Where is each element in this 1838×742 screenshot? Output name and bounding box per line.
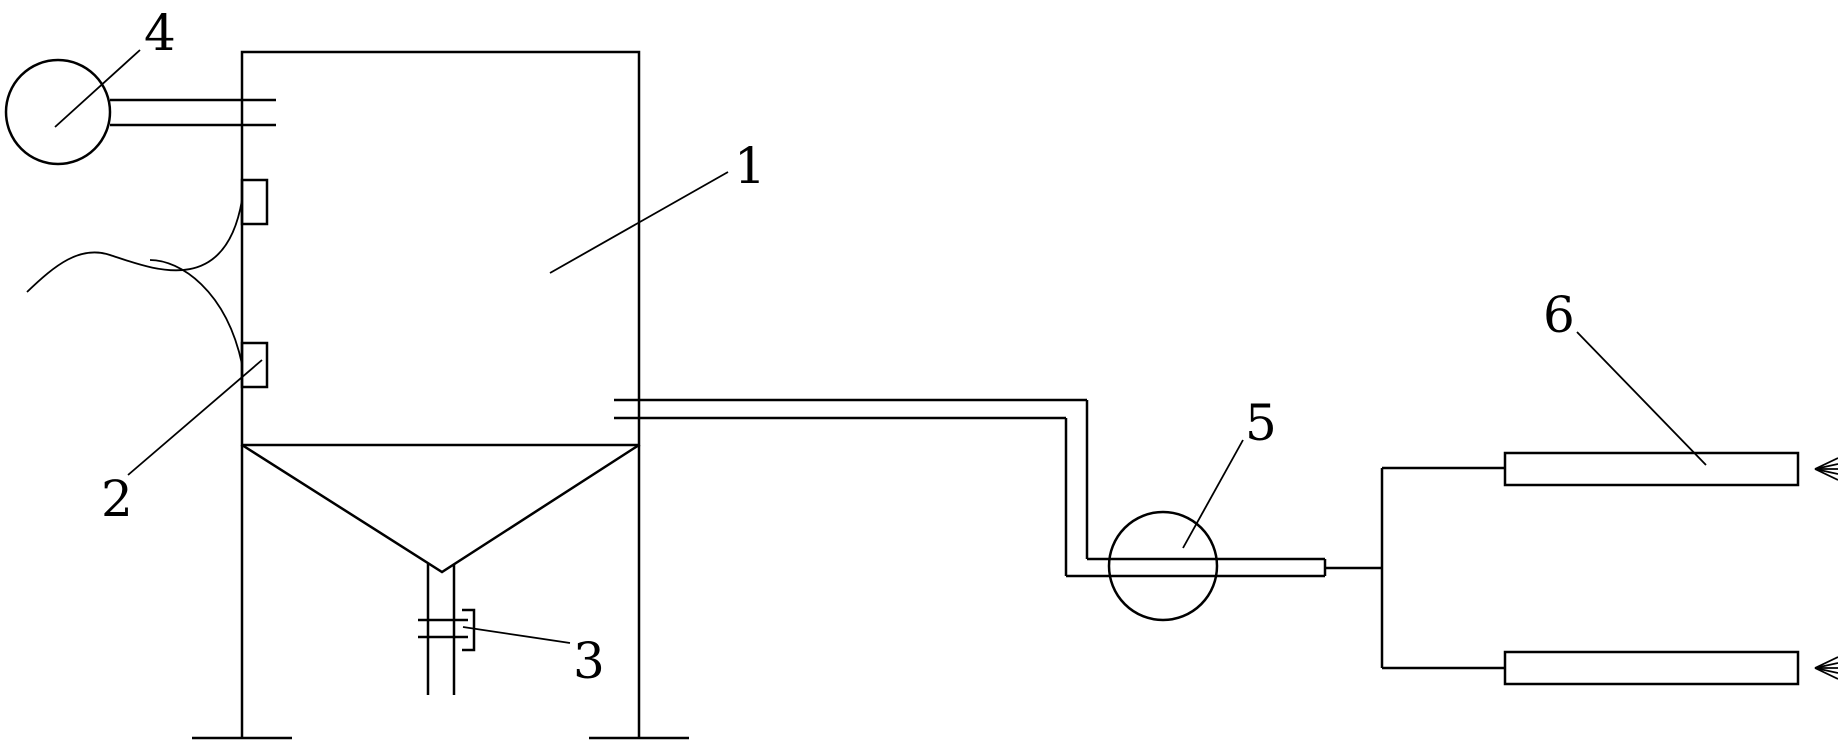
drain-pipe: [426, 564, 456, 695]
level-sensor-lower: [240, 341, 269, 389]
label-level-sensor: 2: [101, 470, 133, 528]
outlet-pipe: [614, 398, 1327, 578]
label-valve: 3: [573, 632, 605, 690]
label-pump: 5: [1245, 394, 1277, 452]
top-pump: [4, 58, 276, 166]
branch-pipe: [1325, 466, 1505, 670]
drain-valve: [418, 608, 476, 652]
nozzle-lower: [1503, 650, 1838, 686]
tank: [192, 50, 689, 740]
leader-lines: [54, 49, 1707, 644]
label-tank: 1: [734, 137, 766, 195]
label-nozzle: 6: [1543, 286, 1575, 344]
nozzle-upper: [1503, 451, 1838, 487]
level-sensor-upper: [240, 178, 269, 226]
sensor-cable: [26, 199, 243, 365]
pump: [1107, 510, 1219, 622]
label-top-pump: 4: [144, 4, 176, 62]
